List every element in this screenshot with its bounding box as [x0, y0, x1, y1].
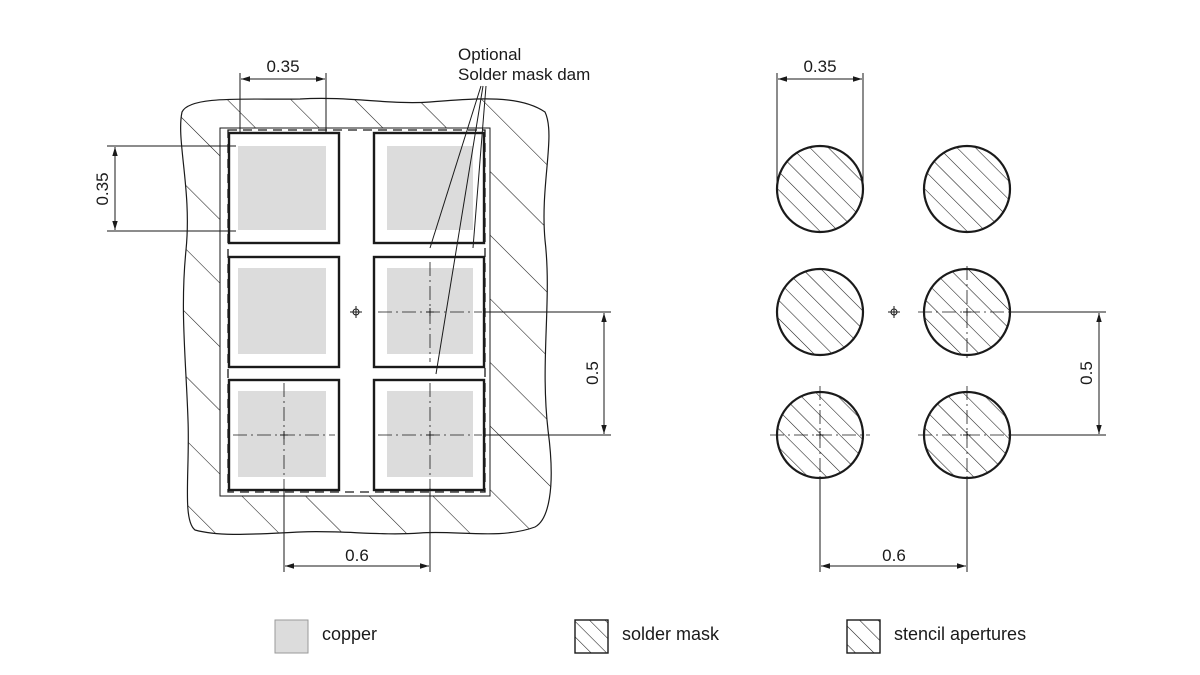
dim-pitch-vertical-label: 0.5: [583, 361, 602, 385]
dim-pad-width: 0.35: [239, 57, 327, 132]
callout-line-2: Solder mask dam: [458, 65, 590, 84]
left-footprint-view: 0.35 0.35 0.5 0.6 Optional Solder mask d…: [93, 45, 611, 572]
legend: copper solder mask stencil apertures: [274, 619, 1026, 654]
origin-mark: [350, 306, 362, 318]
dim-pad-width-label: 0.35: [266, 57, 299, 76]
dim-pad-height: 0.35: [93, 145, 236, 232]
stencil-swatch: [846, 619, 881, 654]
dim-aperture-diameter: 0.35: [776, 57, 864, 189]
dim-pitch-vertical-label: 0.5: [1077, 361, 1096, 385]
legend-copper-label: copper: [322, 624, 377, 644]
copper-area: [387, 146, 473, 230]
dim-pad-height-label: 0.35: [93, 172, 112, 205]
legend-solder-mask-label: solder mask: [622, 624, 720, 644]
center-marks: [280, 308, 434, 439]
stencil-aperture: [775, 267, 865, 357]
dim-aperture-diameter-label: 0.35: [803, 57, 836, 76]
solder-mask-dam-callout: Optional Solder mask dam: [429, 45, 590, 375]
copper-swatch: [274, 619, 309, 654]
center-marks: [816, 308, 971, 439]
dim-pitch-horizontal: 0.6: [819, 478, 968, 572]
stencil-aperture: [775, 144, 865, 234]
copper-area: [238, 146, 326, 230]
legend-stencil-apertures-label: stencil apertures: [894, 624, 1026, 644]
dim-pitch-vertical: 0.5: [484, 311, 611, 436]
solder-mask-swatch: [574, 619, 609, 654]
legend-item-solder-mask: solder mask: [574, 619, 720, 654]
right-stencil-view: 0.35 0.5 0.6: [770, 57, 1106, 572]
origin-mark: [888, 306, 900, 318]
stencil-aperture: [922, 144, 1012, 234]
legend-item-copper: copper: [274, 619, 377, 654]
legend-item-stencil-apertures: stencil apertures: [846, 619, 1026, 654]
copper-area: [238, 268, 326, 354]
dim-pitch-horizontal: 0.6: [283, 488, 431, 572]
copper-area: [238, 391, 326, 477]
dim-pitch-horizontal-label: 0.6: [882, 546, 906, 565]
callout-line-1: Optional: [458, 45, 521, 64]
dim-pitch-horizontal-label: 0.6: [345, 546, 369, 565]
dim-pitch-vertical: 0.5: [1010, 311, 1106, 436]
